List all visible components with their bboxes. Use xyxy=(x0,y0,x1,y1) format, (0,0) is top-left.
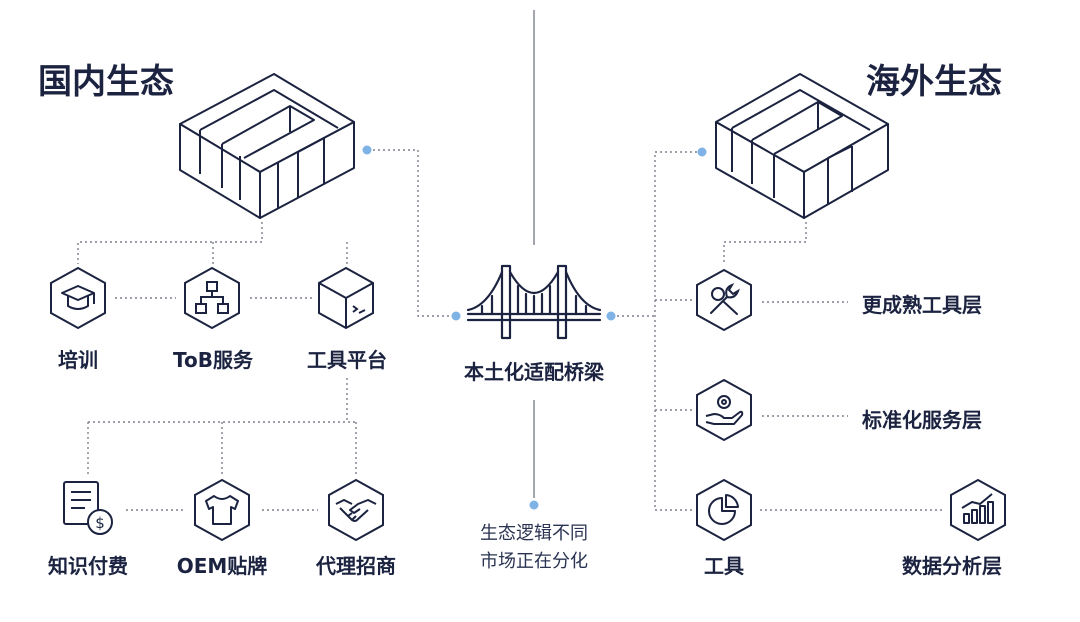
overseas-box-down xyxy=(723,222,807,262)
document-dollar-icon: $ xyxy=(63,481,113,535)
data-analysis-label: 数据分析层 xyxy=(902,554,1002,578)
overseas-module-box-icon xyxy=(715,73,889,219)
dot-bridge-left xyxy=(451,311,461,321)
domestic-box-to-level1 xyxy=(77,222,263,264)
dot-note xyxy=(529,500,539,510)
graduation-cap-icon xyxy=(50,266,106,330)
hand-gear-icon xyxy=(696,378,752,442)
bar-chart-icon xyxy=(950,478,1006,542)
terminal-cube-icon xyxy=(318,266,374,330)
t-shirt-icon xyxy=(194,478,250,542)
dot-domestic-box xyxy=(362,145,372,155)
agent-recruit-node xyxy=(326,478,386,542)
overseas-box-to-trunk xyxy=(654,151,702,511)
svg-text:$: $ xyxy=(95,514,105,532)
domestic-title: 国内生态 xyxy=(38,62,174,102)
training-node xyxy=(48,266,108,330)
bridge-label: 本土化适配桥梁 xyxy=(464,360,604,384)
tool-platform-node xyxy=(316,266,376,330)
org-chart-icon xyxy=(184,266,240,330)
market-note-line1: 生态逻辑不同 xyxy=(480,523,588,544)
dot-overseas-box xyxy=(697,147,707,157)
oem-label: OEM贴牌 xyxy=(176,554,268,578)
training-label: 培训 xyxy=(58,348,98,372)
tool-label: 工具 xyxy=(704,554,744,578)
standard-service-label: 标准化服务层 xyxy=(862,408,982,432)
overseas-title: 海外生态 xyxy=(866,62,1002,102)
knowledge-payment-node: $ xyxy=(58,478,118,542)
tob-service-node xyxy=(182,266,242,330)
mature-tools-label: 更成熟工具层 xyxy=(862,293,982,317)
suspension-bridge-icon xyxy=(466,264,602,340)
market-note: 生态逻辑不同 市场正在分化 xyxy=(480,520,588,576)
pie-chart-icon xyxy=(696,478,752,542)
handshake-icon xyxy=(328,478,384,542)
agent-recruit-label: 代理招商 xyxy=(316,554,396,578)
knowledge-payment-label: 知识付费 xyxy=(48,554,128,578)
oem-label-node xyxy=(192,478,252,542)
tools-gear-icon xyxy=(696,268,752,332)
dot-bridge-right xyxy=(606,311,616,321)
standard-service-node xyxy=(694,378,754,442)
data-analysis-node xyxy=(948,478,1008,542)
domestic-to-bridge-line xyxy=(368,149,456,317)
tool-platform-label: 工具平台 xyxy=(307,348,387,372)
tob-service-label: ToB服务 xyxy=(173,348,253,372)
mature-tools-node xyxy=(694,268,754,332)
tool-node xyxy=(694,478,754,542)
domestic-module-box-icon xyxy=(179,73,355,219)
market-note-line2: 市场正在分化 xyxy=(480,551,588,572)
